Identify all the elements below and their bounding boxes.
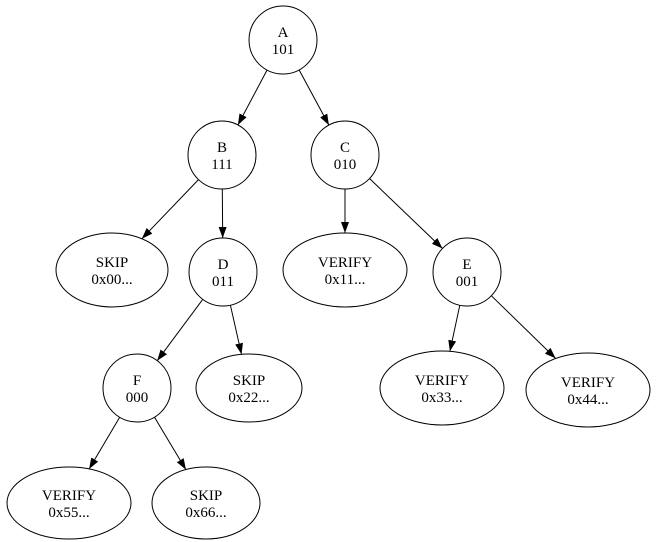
node-label-line: 0x44... — [567, 392, 608, 408]
edge-D-F — [156, 299, 204, 361]
edge-F-VERIFY_0x55 — [88, 417, 121, 470]
node-label-line: VERIFY — [318, 255, 372, 271]
node-shape-circle — [102, 353, 172, 423]
edge-A-B — [237, 69, 268, 126]
node-label-line: 011 — [212, 274, 234, 290]
node-shape-ellipse — [55, 232, 169, 308]
node-label-line: C — [340, 140, 350, 156]
edge-F-SKIP_0x66 — [154, 416, 187, 470]
node-label-line: SKIP — [233, 373, 266, 389]
node-label-line: VERIFY — [561, 375, 615, 391]
node-label-line: D — [218, 257, 229, 273]
node-label-line: A — [278, 25, 289, 41]
node-label-line: 111 — [211, 157, 232, 173]
node-VERIFY_0x55: VERIFY0x55... — [6, 466, 132, 540]
node-label-line: VERIFY — [415, 373, 469, 389]
node-label-line: E — [462, 257, 471, 273]
node-shape-circle — [248, 5, 318, 75]
node-shape-ellipse — [525, 352, 651, 428]
node-label-line: 000 — [126, 390, 149, 406]
node-shape-ellipse — [151, 466, 261, 540]
node-label-line: 0x66... — [185, 505, 226, 521]
edge-D-SKIP_0x22 — [229, 305, 243, 355]
node-shape-circle — [310, 120, 380, 190]
edge-C-E — [369, 178, 443, 249]
node-SKIP_0x22: SKIP0x22... — [195, 353, 303, 423]
node-label-line: VERIFY — [42, 488, 96, 504]
node-VERIFY_0x44: VERIFY0x44... — [525, 352, 651, 428]
node-shape-circle — [188, 237, 258, 307]
node-shape-ellipse — [282, 232, 408, 308]
node-VERIFY_0x33: VERIFY0x33... — [379, 350, 505, 426]
nodes-layer: A101B111C010SKIP0x00...D011VERIFY0x11...… — [6, 5, 651, 540]
edge-E-VERIFY_0x44 — [490, 295, 556, 359]
node-label-line: 0x33... — [421, 390, 462, 406]
node-SKIP_0x00: SKIP0x00... — [55, 232, 169, 308]
node-shape-ellipse — [379, 350, 505, 426]
node-label-line: 0x55... — [48, 505, 89, 521]
node-shape-ellipse — [6, 466, 132, 540]
node-label-line: 101 — [272, 42, 295, 58]
edge-E-VERIFY_0x33 — [448, 305, 461, 352]
node-shape-ellipse — [195, 353, 303, 423]
node-label-line: SKIP — [96, 255, 129, 271]
edges-layer — [88, 69, 556, 470]
node-label-line: 010 — [334, 157, 357, 173]
node-VERIFY_0x11: VERIFY0x11... — [282, 232, 408, 308]
edge-B-SKIP_0x00 — [141, 179, 199, 240]
edge-A-C — [298, 69, 330, 126]
node-shape-circle — [187, 120, 257, 190]
node-label-line: SKIP — [190, 488, 223, 504]
node-label-line: 001 — [456, 274, 479, 290]
node-label-line: 0x00... — [91, 272, 132, 288]
node-label-line: F — [133, 373, 141, 389]
node-label-line: B — [217, 140, 227, 156]
node-shape-circle — [432, 237, 502, 307]
node-SKIP_0x66: SKIP0x66... — [151, 466, 261, 540]
node-label-line: 0x11... — [325, 272, 366, 288]
node-label-line: 0x22... — [228, 390, 269, 406]
